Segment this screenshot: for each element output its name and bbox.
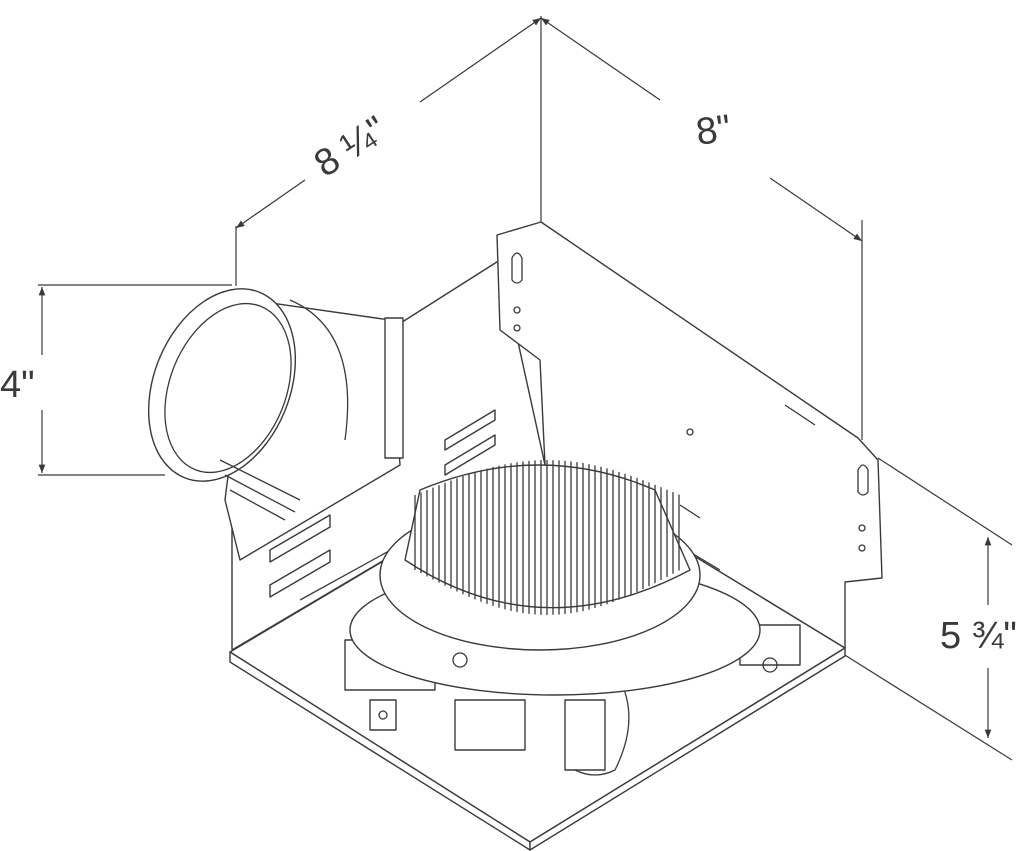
dimension-lines	[38, 16, 1013, 761]
dimension-label-duct: 4"	[0, 364, 35, 406]
dimension-label-height: 5 ¾"	[940, 615, 1017, 657]
dimension-label-width-left: 8 ¼"	[307, 108, 394, 185]
dimension-label-width-right: 8"	[693, 108, 733, 154]
duct-collar	[147, 288, 404, 561]
blower-wheel	[349, 460, 761, 696]
